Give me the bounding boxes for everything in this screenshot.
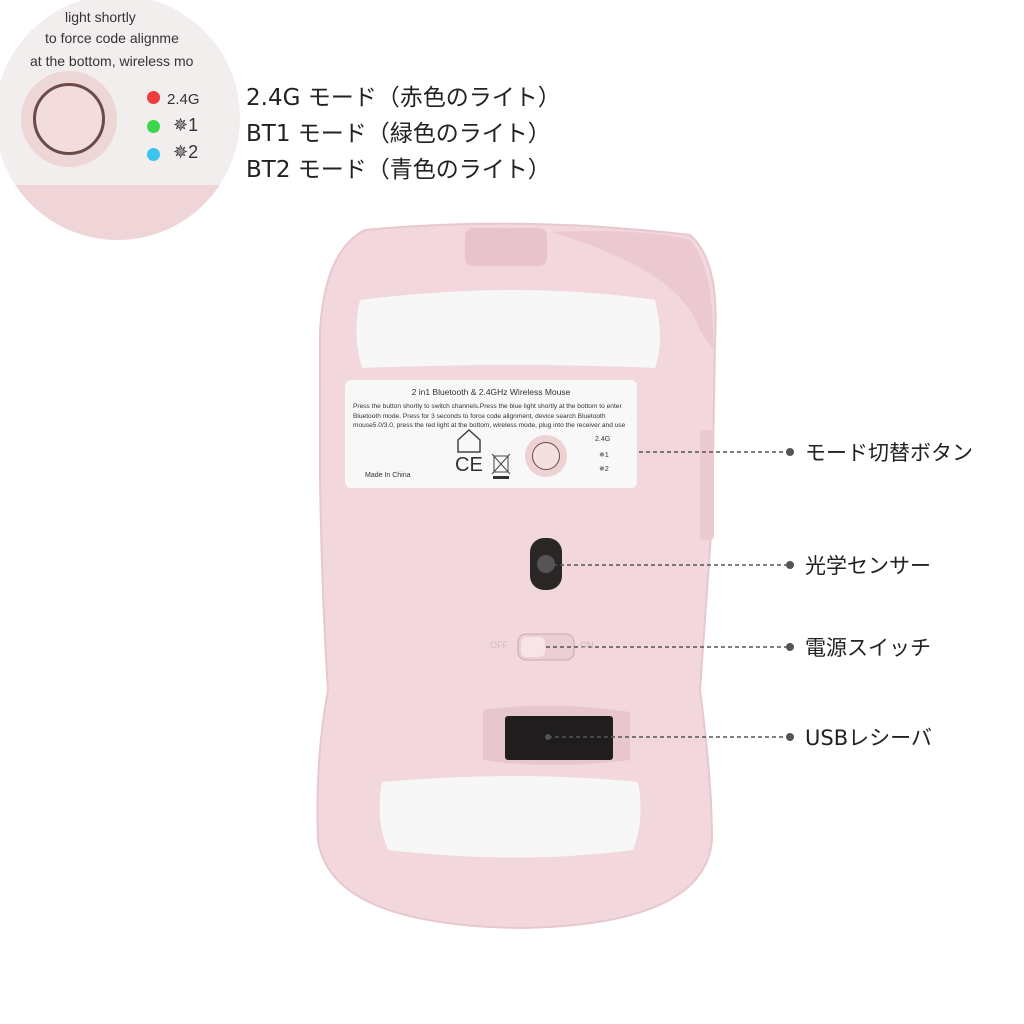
mouse-top-notch [465, 228, 547, 266]
label-title: 2 in1 Bluetooth & 2.4GHz Wireless Mouse [411, 387, 571, 397]
inset-text: to force code alignme [45, 30, 179, 46]
callout-dots [545, 448, 794, 741]
mode-24g-text: 2.4G モード（赤色のライト） [246, 85, 561, 111]
inset-text: at the bottom, wireless mo [30, 53, 194, 69]
blue-led-icon [147, 148, 160, 161]
indicator-label: 2.4G [167, 91, 200, 108]
top-glide-pad [356, 290, 660, 368]
home-icon [457, 428, 481, 453]
ce-mark: CE [455, 454, 483, 476]
indicator-label: ✵2 [173, 142, 199, 162]
usb-receiver [505, 716, 613, 760]
inset-text: light shortly [65, 9, 136, 25]
callout-mode-button: モード切替ボタン [805, 441, 973, 465]
callout-lines [546, 451, 790, 738]
inset-mouse-body [0, 185, 240, 240]
callout-usb-receiver: USBレシーバ [805, 726, 932, 750]
mode-switch-button[interactable] [525, 435, 567, 477]
red-led-icon [147, 91, 160, 104]
indicator-label: ✵1 [173, 115, 199, 135]
weee-bin-icon [491, 453, 511, 479]
indicator-24g: 2.4G [595, 436, 611, 443]
indicator-bt2: ✵2 [599, 466, 609, 473]
side-buttons [700, 430, 714, 540]
switch-knob [521, 637, 545, 657]
made-in-label: Made In China [365, 472, 411, 479]
product-label: 2 in1 Bluetooth & 2.4GHz Wireless Mouse … [345, 380, 637, 488]
indicator-bt1: ✵1 [599, 452, 609, 459]
switch-off-label: OFF [490, 640, 508, 650]
inset-mode-button [21, 71, 117, 167]
label-body: Press the button shortly to switch chann… [353, 403, 626, 429]
switch-on-label: ON [580, 640, 594, 650]
callout-power-switch: 電源スイッチ [805, 636, 931, 660]
mode-bt2-text: BT2 モード（青色のライト） [246, 157, 551, 183]
callout-optical-sensor: 光学センサー [805, 554, 931, 578]
zoom-inset: light shortly to force code alignme at t… [0, 0, 240, 240]
green-led-icon [147, 120, 160, 133]
bottom-glide-pad [379, 776, 641, 858]
mode-bt1-text: BT1 モード（緑色のライト） [246, 121, 551, 147]
